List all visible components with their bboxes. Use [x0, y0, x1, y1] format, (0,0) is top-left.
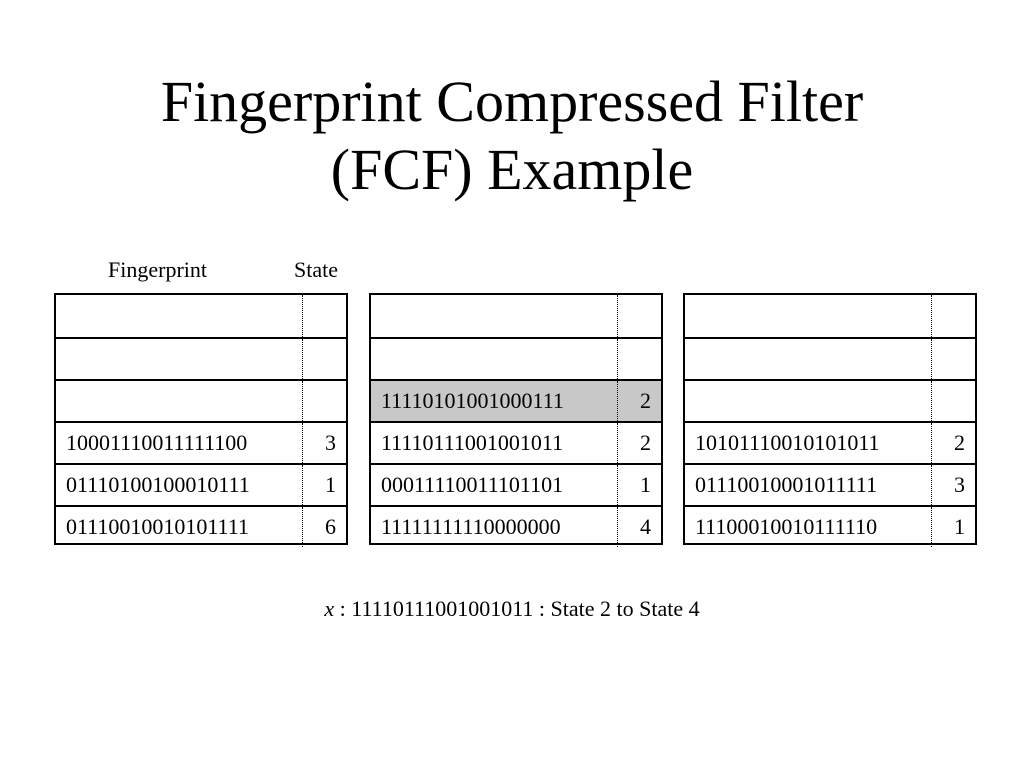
bucket-table-2: 11110101001000111 2 11110111001001011 2 0001…	[369, 293, 663, 547]
table-row	[685, 337, 975, 379]
state-cell: 6	[325, 514, 336, 539]
table-row	[56, 379, 346, 421]
fingerprint-cell: 11111111110000000	[371, 507, 618, 547]
state-cell: 2	[640, 430, 651, 455]
fingerprint-cell: 00011110011101101	[371, 465, 618, 505]
fingerprint-cell: 11110111001001011	[371, 423, 618, 463]
state-cell	[618, 295, 661, 337]
bucket-table-3: 10101110010101011 2 01110010001011111 3 1110…	[683, 293, 977, 547]
title-line-1: Fingerprint Compressed Filter	[160, 69, 864, 134]
title-line-2: (FCF) Example	[330, 137, 694, 202]
fingerprint-cell: 11110101001000111	[371, 381, 618, 421]
table-row	[56, 337, 346, 379]
table-row	[371, 337, 661, 379]
fingerprint-cell	[371, 339, 618, 379]
table-row: 11111111110000000 4	[371, 505, 661, 547]
caption-variable: x	[324, 596, 335, 621]
state-cell: 2	[640, 388, 651, 413]
table-row: 11110111001001011 2	[371, 421, 661, 463]
table-row: 10101110010101011 2	[685, 421, 975, 463]
fingerprint-cell: 10101110010101011	[685, 423, 932, 463]
state-cell: 1	[325, 472, 336, 497]
fingerprint-cell: 01110100100010111	[56, 465, 303, 505]
fingerprint-cell	[685, 295, 932, 337]
state-cell: 3	[325, 430, 336, 455]
slide-title: Fingerprint Compressed Filter (FCF) Exam…	[0, 68, 1024, 204]
fingerprint-column-header: Fingerprint	[108, 257, 207, 282]
state-cell	[932, 339, 975, 379]
state-cell: 1	[954, 514, 965, 539]
table-row: 11110101001000111 2	[371, 379, 661, 421]
table-row: 01110010010101111 6	[56, 505, 346, 547]
fingerprint-cell: 10001110011111100	[56, 423, 303, 463]
fingerprint-cell: 01110010001011111	[685, 465, 932, 505]
table-row	[56, 295, 346, 337]
state-cell: 2	[954, 430, 965, 455]
state-cell	[303, 295, 346, 337]
table-row: 01110010001011111 3	[685, 463, 975, 505]
fingerprint-cell	[56, 295, 303, 337]
table-row	[685, 379, 975, 421]
table-row: 11100010010111110 1	[685, 505, 975, 547]
state-cell	[618, 339, 661, 379]
insertion-caption: x : 11110111001001011 : State 2 to State…	[0, 595, 1024, 623]
fingerprint-cell: 01110010010101111	[56, 507, 303, 547]
fingerprint-cell	[56, 381, 303, 421]
state-cell: 4	[640, 514, 651, 539]
state-cell: 3	[954, 472, 965, 497]
fingerprint-cell	[685, 381, 932, 421]
fingerprint-cell	[371, 295, 618, 337]
state-cell	[303, 381, 346, 421]
table-row	[685, 295, 975, 337]
caption-text: : 11110111001001011 : State 2 to State 4	[334, 596, 700, 621]
state-column-header: State	[294, 257, 338, 282]
state-cell	[932, 381, 975, 421]
state-cell: 1	[640, 472, 651, 497]
fingerprint-cell	[685, 339, 932, 379]
fingerprint-cell: 11100010010111110	[685, 507, 932, 547]
state-cell	[932, 295, 975, 337]
table-row: 00011110011101101 1	[371, 463, 661, 505]
state-cell	[303, 339, 346, 379]
table-row: 10001110011111100 3	[56, 421, 346, 463]
table-row: 01110100100010111 1	[56, 463, 346, 505]
fingerprint-cell	[56, 339, 303, 379]
table-row	[371, 295, 661, 337]
